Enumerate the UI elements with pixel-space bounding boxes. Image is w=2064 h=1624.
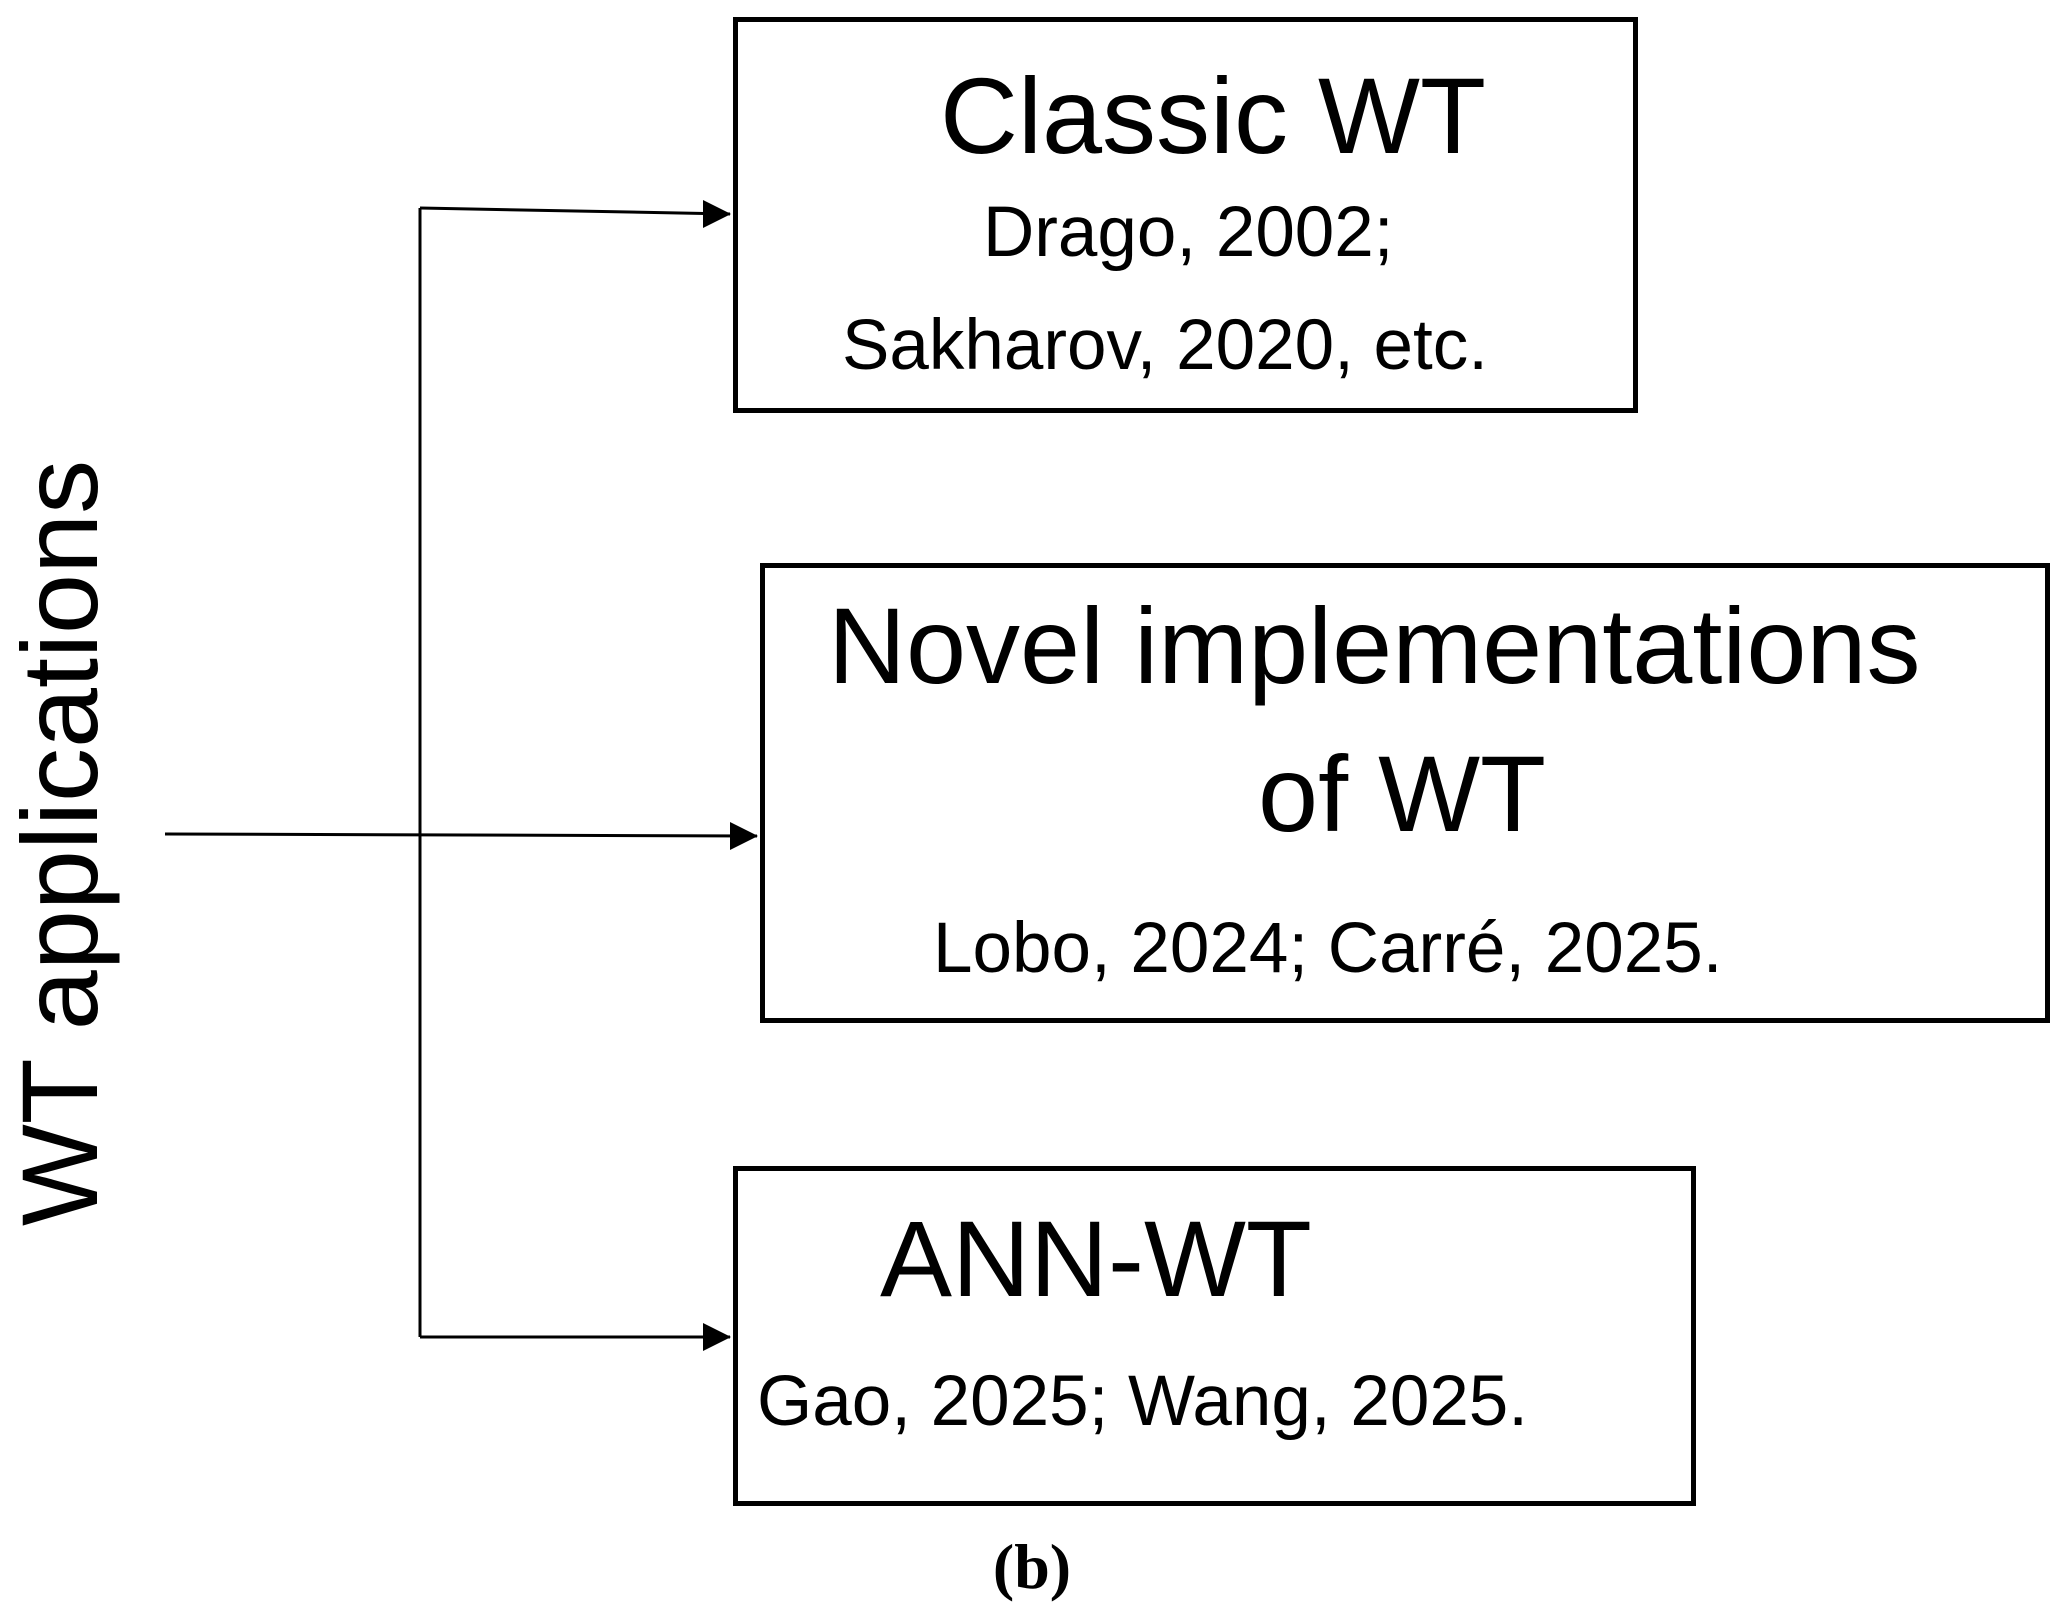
node-novel-title-line-1: Novel implementations xyxy=(828,585,1921,706)
root-label-text: WT applications xyxy=(0,459,120,1227)
node-ann-citation: Gao, 2025; Wang, 2025. xyxy=(757,1362,1529,1441)
node-classic-citation-2: Sakharov, 2020, etc. xyxy=(842,306,1488,385)
node-novel-title-line-2: of WT xyxy=(1258,733,1546,854)
node-classic-title: Classic WT xyxy=(940,55,1486,176)
node-ann-wt xyxy=(733,1166,1696,1506)
edge-root-to-classic xyxy=(419,206,731,216)
arrowhead-novel xyxy=(730,822,758,850)
edge-root-to-novel xyxy=(164,832,758,838)
panel-label: (b) xyxy=(992,1531,1072,1602)
node-classic-citation-1: Drago, 2002; xyxy=(983,193,1394,272)
node-novel-implementations xyxy=(760,563,2050,1023)
node-novel-citation: Lobo, 2024; Carré, 2025. xyxy=(933,909,1723,988)
arrowhead-classic xyxy=(703,200,731,228)
arrowhead-ann xyxy=(703,1323,731,1351)
node-classic-wt xyxy=(733,17,1638,413)
node-ann-title: ANN-WT xyxy=(880,1198,1312,1319)
